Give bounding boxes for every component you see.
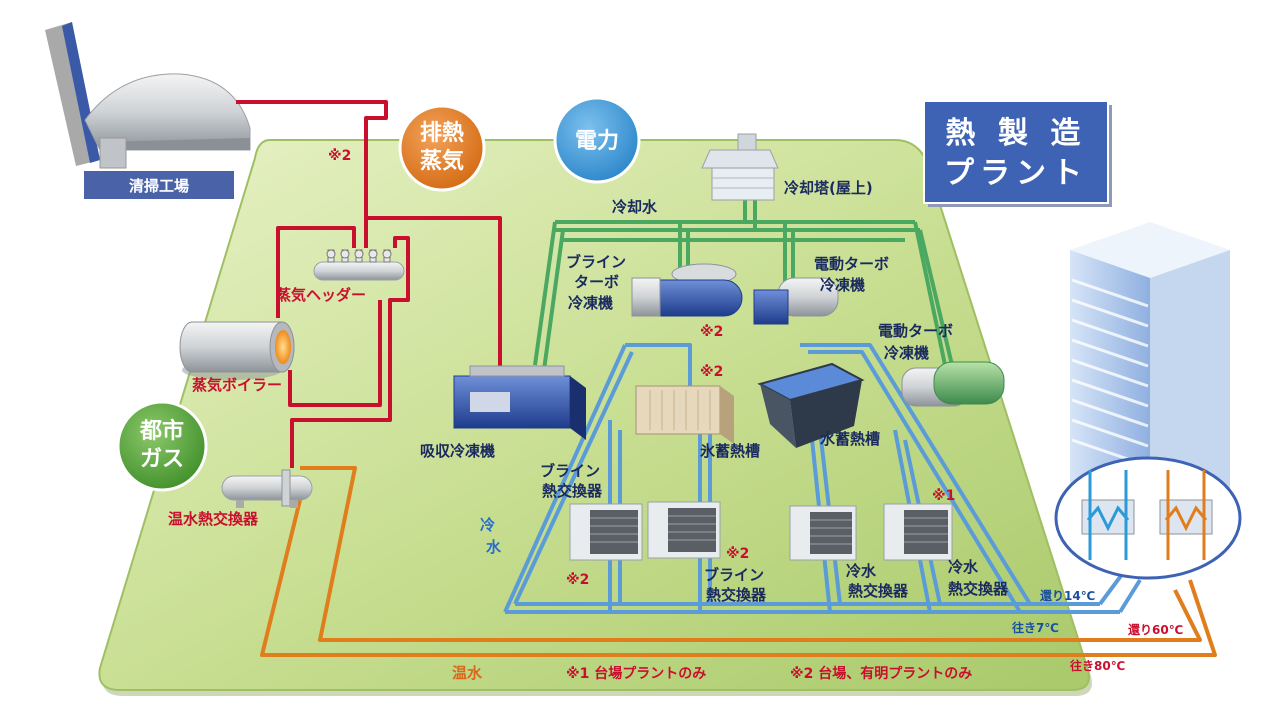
title-line2: プラント	[944, 156, 1088, 191]
supply-hot-temp: 往き80℃	[1070, 658, 1125, 673]
brine-turbo-chiller-icon	[631, 263, 743, 317]
electric-turbo-chiller-1-line2: 冷凍機	[820, 276, 865, 294]
city-gas-line1: 都市	[139, 418, 184, 444]
supply-chilled-temp: 往き7℃	[1012, 620, 1059, 635]
hot-water-heat-exchanger-label: 温水熱交換器	[168, 510, 259, 528]
city-gas-line2: ガス	[140, 447, 184, 472]
water-storage-icon	[757, 362, 865, 448]
brine-turbo-chiller-line3: 冷凍機	[568, 294, 613, 312]
electric-turbo-chiller-2-line1: 電動ターボ	[878, 322, 953, 340]
mark-2-steam: ※2	[328, 148, 351, 164]
cooling-tower-icon	[701, 133, 779, 201]
cooling-tower-label: 冷却塔(屋上)	[784, 179, 873, 197]
mark-2-brine-left: ※2	[566, 572, 589, 588]
hot-water-pipe-label: 温水	[452, 664, 483, 682]
return-hot-temp: 還り60℃	[1128, 622, 1183, 637]
chilled-water-heat-exchanger-1-line1: 冷水	[846, 562, 877, 580]
water-storage-label: 水蓄熱槽	[820, 430, 880, 448]
mark-2-ice: ※2	[700, 364, 723, 380]
note-2: ※2 台場、有明プラントのみ	[790, 665, 972, 682]
chilled-water-heat-exchanger-icon-1	[789, 505, 857, 561]
brine-heat-exchanger-icon-1	[569, 503, 643, 561]
cooling-water-label: 冷却水	[612, 198, 658, 216]
steam-pipes	[236, 100, 502, 468]
ice-storage-label: 氷蓄熱槽	[700, 442, 760, 460]
exhaust-steam-circle: 排熱 蒸気	[398, 104, 486, 192]
exhaust-steam-line1: 排熱	[420, 120, 464, 146]
mark-2-turbo: ※2	[700, 324, 723, 340]
brine-heat-exchanger-icon-2	[647, 501, 721, 559]
electric-turbo-chiller-1-line1: 電動ターボ	[814, 255, 889, 273]
incineration-plant-label: 清掃工場	[129, 177, 189, 195]
steam-boiler-label: 蒸気ボイラー	[192, 376, 282, 394]
chilled-water-pipe-label-line1: 冷	[480, 516, 495, 534]
note-1: ※1 台場プラントのみ	[566, 665, 706, 682]
steam-header-label: 蒸気ヘッダー	[276, 286, 366, 304]
electric-turbo-chiller-1-icon	[753, 277, 839, 325]
brine-turbo-chiller-line2: ターボ	[574, 273, 619, 291]
steam-boiler-icon	[179, 321, 295, 380]
return-chilled-temp: 還り14℃	[1040, 588, 1095, 603]
exhaust-steam-line2: 蒸気	[420, 148, 464, 174]
mark-1-hx: ※1	[932, 488, 955, 504]
electric-power-circle: 電力	[553, 96, 641, 184]
hot-water-pipes	[260, 466, 1217, 657]
steam-header-icon	[313, 249, 405, 281]
brine-heat-exchanger-bottom-line1: ブライン	[704, 566, 764, 584]
chilled-water-heat-exchanger-1-line2: 熱交換器	[848, 582, 909, 600]
hot-water-heat-exchanger-icon	[221, 469, 313, 508]
electric-turbo-chiller-2-line2: 冷凍機	[884, 344, 929, 362]
chilled-water-heat-exchanger-2-line2: 熱交換器	[948, 580, 1009, 598]
incineration-plant-icon	[45, 22, 251, 169]
chilled-water-heat-exchanger-2-line1: 冷水	[948, 558, 979, 576]
electric-turbo-chiller-2-icon	[901, 361, 1005, 407]
brine-turbo-chiller-line1: ブライン	[566, 253, 626, 271]
incineration-plant-label-bg	[84, 171, 234, 199]
brine-heat-exchanger-top-line2: 熱交換器	[542, 482, 603, 500]
plant-title-box: 熱 製 造 プラント	[923, 100, 1112, 207]
absorption-chiller-icon	[453, 365, 586, 440]
brine-heat-exchanger-bottom-line2: 熱交換器	[706, 586, 767, 604]
brine-heat-exchanger-top-line1: ブライン	[540, 462, 600, 480]
electric-power-text: 電力	[575, 129, 619, 154]
building-heat-exchange-icon	[1054, 456, 1242, 580]
chilled-water-heat-exchanger-icon-2	[883, 503, 953, 561]
title-line1: 熱 製 造	[946, 116, 1087, 151]
chilled-water-pipe-label-line2: 水	[486, 538, 502, 556]
city-gas-circle: 都市 ガス	[116, 400, 208, 492]
mark-2-brine-right: ※2	[726, 546, 749, 562]
absorption-chiller-label: 吸収冷凍機	[420, 442, 495, 460]
ice-storage-icon	[635, 385, 734, 444]
